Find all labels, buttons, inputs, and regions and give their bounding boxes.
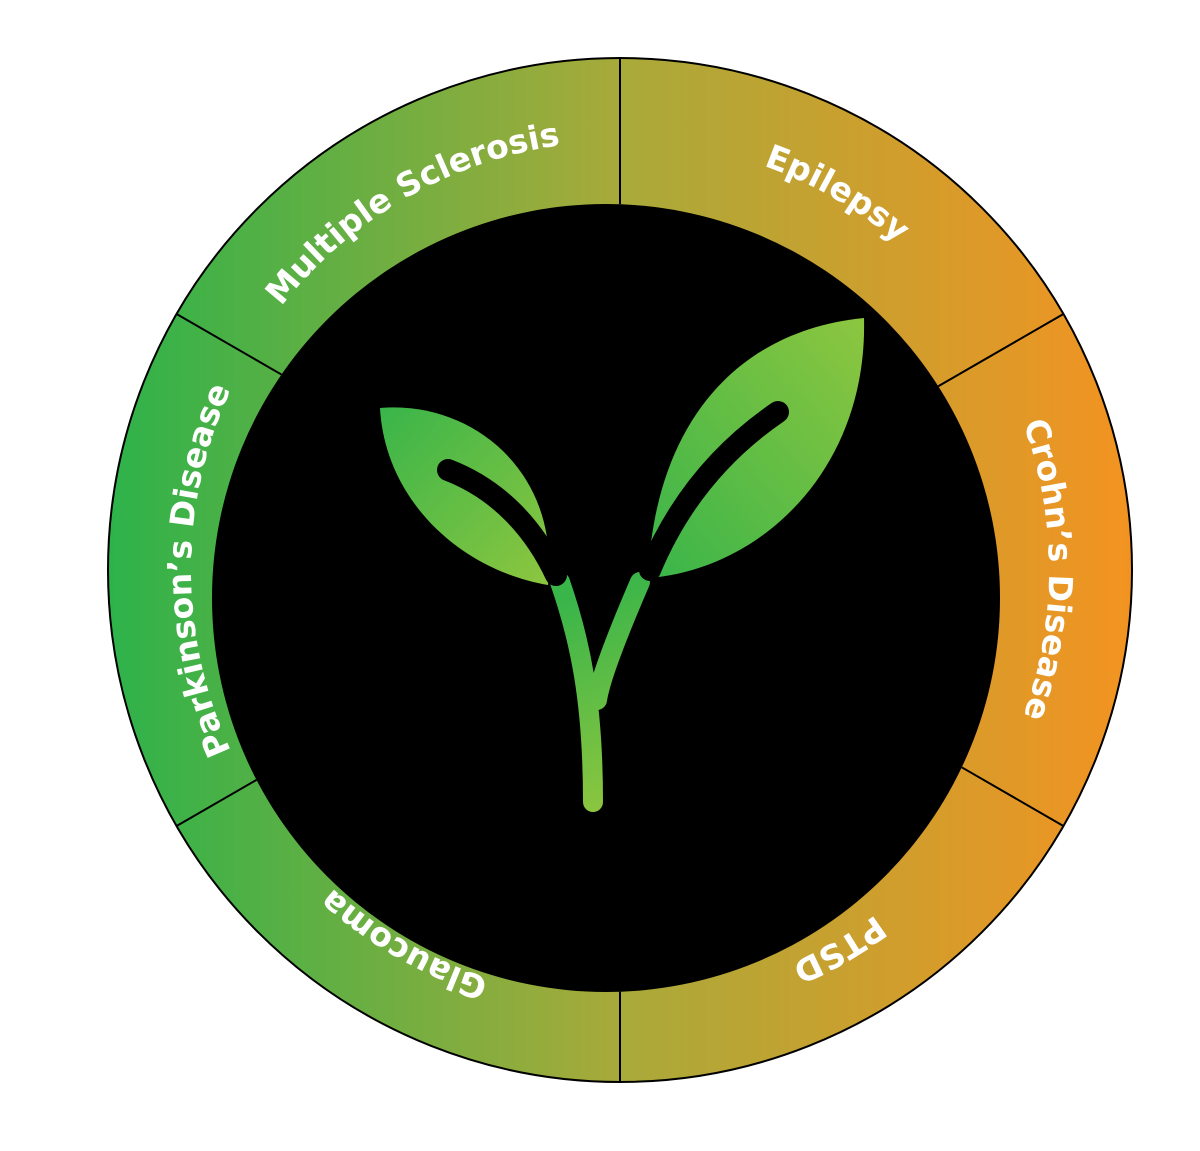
left-leaf	[380, 407, 550, 585]
segment-divider	[961, 766, 1064, 827]
right-leaf	[648, 318, 865, 578]
segment-divider	[176, 779, 257, 827]
sprout-icon	[380, 318, 865, 812]
center-disc	[212, 204, 1000, 992]
segment-divider	[937, 313, 1064, 388]
left-leaf-vein	[437, 459, 567, 586]
right-leaf-vein	[639, 401, 789, 581]
stem	[550, 572, 650, 812]
segment-divider	[176, 313, 282, 376]
